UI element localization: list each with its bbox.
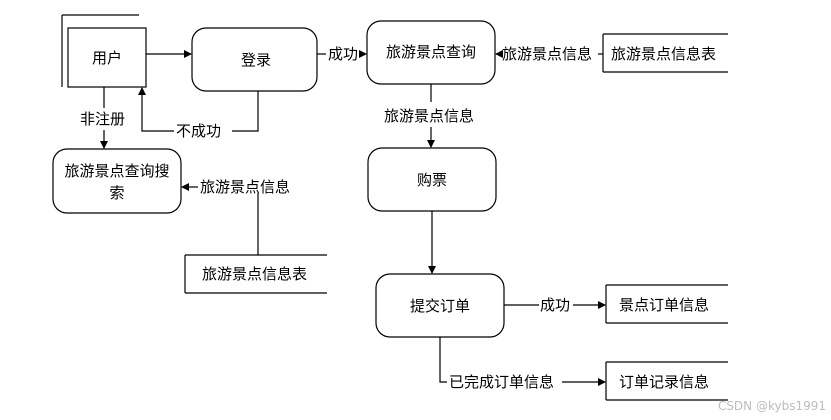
arrow-not-success-end <box>138 87 174 132</box>
login-process: 登录 <box>191 27 318 92</box>
scenic-info-table-store-left: 旅游景点信息表 <box>184 254 327 294</box>
scenic-query-search-process: 旅游景点查询搜 索 <box>52 148 182 214</box>
scenic-order-info-store: 景点订单信息 <box>605 284 728 324</box>
login-label: 登录 <box>241 51 271 69</box>
edge-label-success-login: 成功 <box>328 45 358 63</box>
scenic-query-search-label-line1: 旅游景点查询搜 <box>64 162 169 180</box>
order-record-info-store: 订单记录信息 <box>605 361 728 401</box>
scenic-info-table-left-label: 旅游景点信息表 <box>202 265 307 283</box>
submit-order-process: 提交订单 <box>375 273 505 338</box>
user-label: 用户 <box>92 49 122 67</box>
edge-label-not-success: 不成功 <box>176 122 221 140</box>
scenic-query-search-label-line2: 索 <box>109 184 124 202</box>
scenic-order-info-label: 景点订单信息 <box>619 296 709 314</box>
arrow-not-success-start <box>232 91 259 132</box>
ticket-process: 购票 <box>367 147 497 212</box>
arrow-submit-record-start <box>439 337 447 383</box>
edge-label-not-registered: 非注册 <box>80 110 125 128</box>
edge-label-scenic-info-down: 旅游景点信息 <box>384 107 474 125</box>
scenic-info-table-top-label: 旅游景点信息表 <box>611 45 716 63</box>
submit-order-label: 提交订单 <box>410 297 470 315</box>
edge-label-completed-order-info: 已完成订单信息 <box>449 373 554 391</box>
edge-label-scenic-info-left: 旅游景点信息 <box>200 178 290 196</box>
scenic-query-process: 旅游景点查询 <box>366 20 496 85</box>
edge-label-success-order: 成功 <box>540 296 570 314</box>
watermark-text: CSDN @kybs1991 <box>718 399 826 413</box>
scenic-info-table-store-top: 旅游景点信息表 <box>602 33 728 73</box>
scenic-query-label: 旅游景点查询 <box>386 43 476 61</box>
edge-label-scenic-info-right: 旅游景点信息 <box>502 45 592 63</box>
ticket-label: 购票 <box>417 171 447 189</box>
order-record-info-label: 订单记录信息 <box>619 373 709 391</box>
user-entity: 用户 <box>61 14 147 88</box>
